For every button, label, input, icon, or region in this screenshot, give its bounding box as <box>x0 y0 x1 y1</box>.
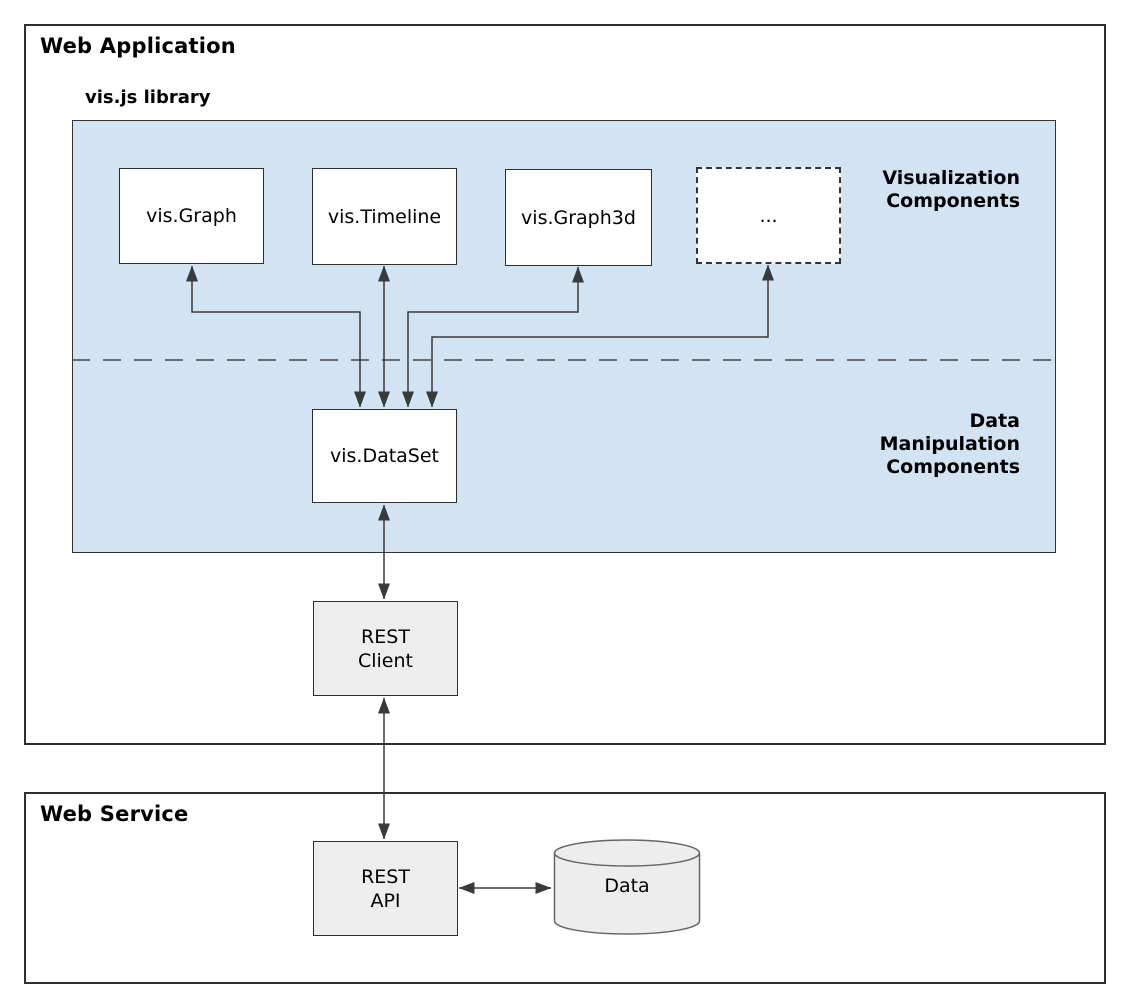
label-line: Manipulation <box>879 433 1020 455</box>
label-line: Data <box>969 410 1021 432</box>
node-label: ... <box>759 204 778 227</box>
label-line: REST <box>361 865 410 888</box>
visualization-components-label: Visualization Components <box>882 167 1020 213</box>
node-label: vis.Graph3d <box>521 206 636 229</box>
label-line: Components <box>886 456 1020 478</box>
label-line: REST <box>361 625 410 648</box>
data-manipulation-components-label: Data Manipulation Components <box>880 410 1020 479</box>
node-data-store: Data <box>553 839 701 935</box>
node-label: Data <box>604 875 650 897</box>
node-more-components: ... <box>696 167 841 264</box>
node-vis-timeline: vis.Timeline <box>312 168 457 265</box>
node-vis-graph3d: vis.Graph3d <box>505 169 652 266</box>
node-label: vis.Timeline <box>327 205 442 228</box>
web-service-title: Web Service <box>40 802 189 826</box>
cylinder-icon <box>553 839 701 935</box>
label-line: Components <box>886 190 1020 212</box>
node-vis-graph: vis.Graph <box>119 168 264 264</box>
node-label: vis.Graph <box>146 205 237 227</box>
node-label: vis.DataSet <box>329 445 440 467</box>
label-line: API <box>370 889 401 912</box>
node-vis-dataset: vis.DataSet <box>312 409 457 503</box>
label-line: Visualization <box>882 167 1020 189</box>
web-application-title: Web Application <box>40 34 236 58</box>
visjs-library-label: vis.js library <box>85 87 211 108</box>
label-line: Client <box>357 649 413 672</box>
